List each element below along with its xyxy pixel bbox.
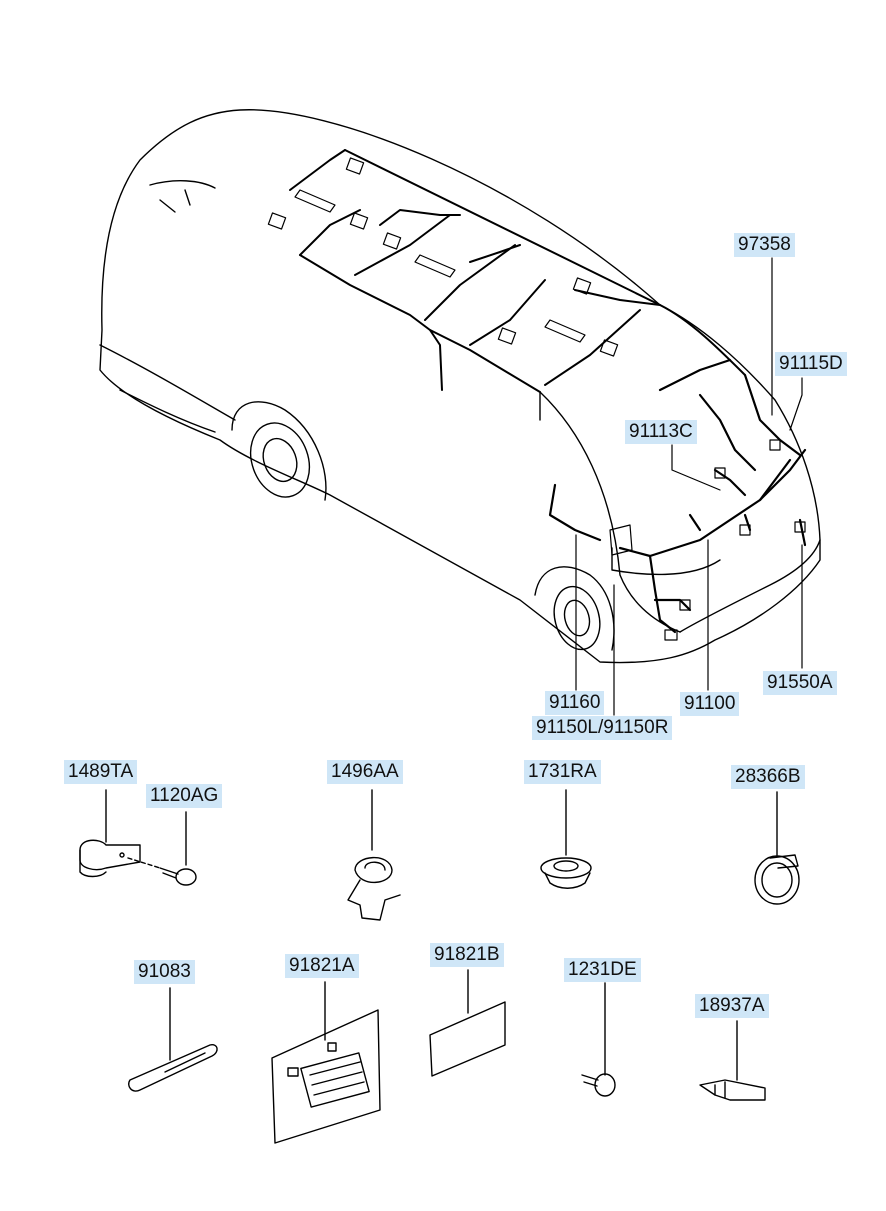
label-91821B-icon <box>429 969 506 1077</box>
label-91113C: 91113C <box>625 420 697 444</box>
roof-lamps <box>267 157 619 357</box>
front-wheel <box>231 401 327 501</box>
label-91100: 91100 <box>680 692 740 716</box>
bolt-1231DE-icon <box>581 982 616 1097</box>
label-91550A: 91550A <box>763 671 837 695</box>
label-91821A-icon <box>271 981 381 1144</box>
grommet-1496AA-icon <box>347 789 401 921</box>
label-91160: 91160 <box>545 691 605 715</box>
label-1489TA: 1489TA <box>64 760 138 784</box>
leader-lines <box>575 257 803 716</box>
label-91150: 91150L/91150R <box>532 716 673 740</box>
label-1120AG: 1120AG <box>146 784 223 808</box>
protector-91083-icon <box>128 987 218 1092</box>
plug-1731RA-icon <box>540 789 592 889</box>
clamp-28366B-icon <box>754 791 800 905</box>
label-91115D: 91115D <box>775 352 847 376</box>
label-28366B: 28366B <box>731 765 805 789</box>
label-97358: 97358 <box>734 233 795 257</box>
label-1731RA: 1731RA <box>524 760 601 784</box>
clip-1489TA-icon <box>79 789 161 878</box>
label-1231DE: 1231DE <box>564 958 641 982</box>
bolt-1120AG-icon <box>159 811 197 886</box>
rear-harness <box>548 358 807 634</box>
label-1496AA: 1496AA <box>327 760 403 784</box>
label-91821A: 91821A <box>285 954 359 978</box>
label-18937A: 18937A <box>695 994 769 1018</box>
van-body <box>99 109 821 664</box>
label-91083: 91083 <box>134 960 195 984</box>
rear-connectors <box>609 439 806 641</box>
fuse-18937A-icon <box>699 1020 766 1101</box>
label-91821B: 91821B <box>430 943 504 967</box>
roof-harness <box>289 149 746 393</box>
